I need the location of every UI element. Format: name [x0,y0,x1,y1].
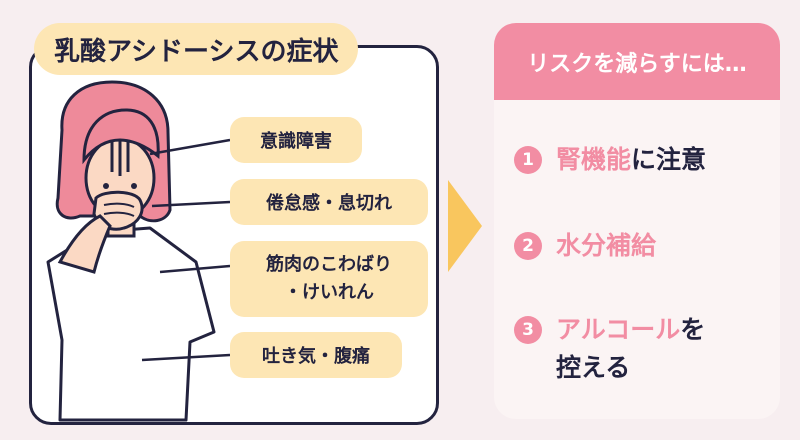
symptom-muscle-line2: ・けいれん [284,282,374,303]
eye-left [103,183,109,189]
tip-3-highlight: アルコール [556,315,681,344]
risk-reduction-panel: リスクを減らすには… 1 腎機能に注意 2 水分補給 3 アルコールを 控える [494,23,780,419]
arm [57,214,112,274]
symptoms-title: 乳酸アシドーシスの症状 [34,23,359,75]
hair-bangs [82,108,160,165]
symptom-nausea: 吐き気・腹痛 [230,332,402,378]
tip-1: 1 腎機能に注意 [514,141,706,179]
sick-woman-illustration [46,80,231,422]
tip-1-text: 腎機能に注意 [556,141,706,179]
symptom-fatigue: 倦怠感・息切れ [230,179,428,225]
symptom-muscle-line1: 筋肉のこわばり [266,254,392,275]
tip-3: 3 アルコールを 控える [514,311,705,387]
tip-2-number: 2 [514,232,542,260]
tip-3-line2: 控える [556,353,631,382]
tip-2: 2 水分補給 [514,227,656,265]
arrow-right-icon [448,180,482,272]
tip-2-text: 水分補給 [556,227,656,265]
tip-1-rest: に注意 [631,145,707,174]
symptom-muscle: 筋肉のこわばり ・けいれん [230,241,428,317]
tip-1-number: 1 [514,146,542,174]
pointer-lines [141,138,231,362]
tip-3-number: 3 [514,316,542,344]
eye-right [131,183,137,189]
tip-3-text: アルコールを 控える [556,311,705,387]
gloom-lines [110,140,130,176]
risk-reduction-title: リスクを減らすには… [494,23,780,100]
finger-lines [103,202,135,217]
tip-1-highlight: 腎機能 [556,145,632,174]
tip-3-rest: を [680,315,706,344]
symptom-consciousness: 意識障害 [230,117,362,163]
tip-2-highlight: 水分補給 [556,231,657,260]
